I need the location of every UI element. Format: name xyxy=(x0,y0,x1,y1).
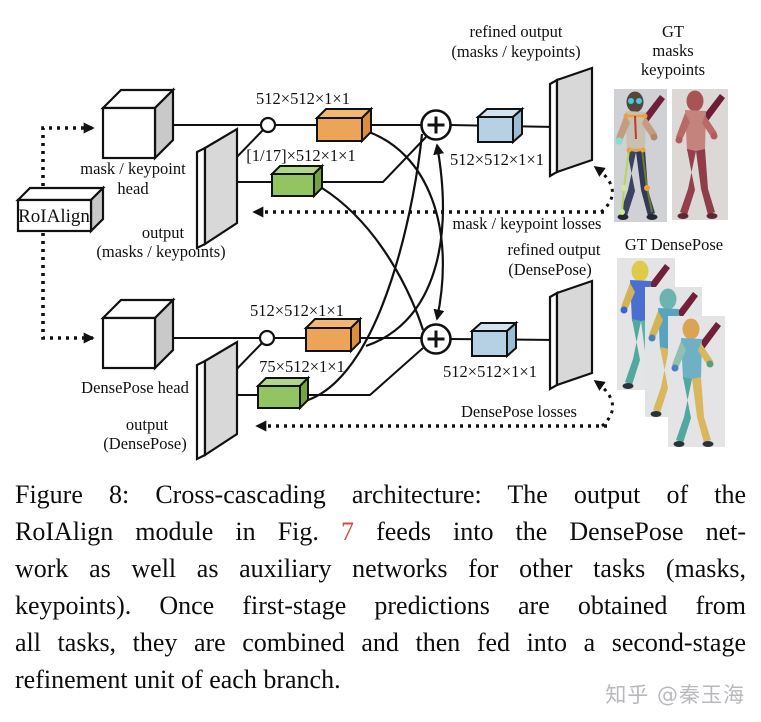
caption-line-1: Figure 8: Cross-cascading architecture: … xyxy=(15,480,746,509)
bottom-conv-green-label: 75×512×1×1 xyxy=(259,357,345,376)
gt-densepose-image-3 xyxy=(668,316,725,447)
gt-top-label-3: keypoints xyxy=(641,60,705,79)
caption-line-6: refinement unit of each branch. xyxy=(15,665,341,694)
top-conv-green-label: [1/17]×512×1×1 xyxy=(246,146,356,165)
top-branch-junction-node xyxy=(259,116,277,134)
caption-line-4: keypoints). Once first-stage predictions… xyxy=(15,591,746,620)
caption-line-5: all tasks, they are combined and then fe… xyxy=(15,628,746,657)
conv-box-orange-top xyxy=(314,106,374,144)
caption-line-2-post: feeds into the DensePose net- xyxy=(376,517,747,546)
densepose-head-cube xyxy=(100,297,176,371)
gt-top-label-2: masks xyxy=(652,41,693,60)
zhihu-watermark: 知乎 @秦玉海 xyxy=(605,683,745,707)
cross-wire-top-orange-to-bottom-plus xyxy=(365,129,445,321)
keypoint-skeleton-overlay xyxy=(615,98,653,215)
conv-box-green-bottom xyxy=(255,375,311,411)
cross-wire-bottom-green-to-top-plus xyxy=(307,133,424,402)
caption-line-2-pre: RoIAlign module in Fig. xyxy=(15,517,319,546)
roialign-to-mask-head-connector xyxy=(41,122,95,186)
figure-diagram: RoIAlign xyxy=(15,22,728,461)
conv-box-blue-bottom xyxy=(469,320,519,359)
bottom-branch-junction-node xyxy=(258,329,276,347)
bottom-refined-label-1: refined output xyxy=(507,240,600,259)
bottom-conv-orange-label: 512×512×1×1 xyxy=(250,301,344,320)
output-masks-label-1: output xyxy=(142,223,185,242)
mask-head-label-2: head xyxy=(117,179,149,198)
conv-box-blue-top xyxy=(475,106,525,145)
output-panel-densepose xyxy=(195,340,239,461)
figure-7-reference[interactable]: 7 xyxy=(340,517,354,546)
mask-keypoint-losses-arrow xyxy=(593,165,614,214)
output-masks-label-2: (masks / keypoints) xyxy=(96,242,225,261)
gt-densepose-label: GT DensePose xyxy=(625,235,723,254)
gt-top-label-1: GT xyxy=(662,22,684,41)
conv-box-orange-bottom xyxy=(303,316,363,354)
caption-line-2: RoIAlign module in Fig. 7 feeds into the… xyxy=(15,513,746,550)
cross-wire-top-green-to-bottom-plus xyxy=(321,187,425,331)
roialign-to-densepose-head-connector xyxy=(41,233,95,344)
output-panel-masks-keypoints xyxy=(195,127,239,250)
output-densepose-label-1: output xyxy=(126,415,169,434)
mask-keypoint-head-cube xyxy=(100,87,176,161)
caption-line-3: work as well as auxiliary networks for o… xyxy=(15,554,746,583)
gt-masks-keypoints-image xyxy=(614,89,667,222)
densepose-head-label: DensePose head xyxy=(81,378,189,397)
top-conv-orange-label: 512×512×1×1 xyxy=(256,89,350,108)
plus-combine-icon-bottom xyxy=(420,323,452,355)
conv-box-green-top xyxy=(269,163,325,199)
densepose-losses-arrow xyxy=(593,379,614,428)
mask-head-label-1: mask / keypoint xyxy=(80,159,186,178)
densepose-losses-label: DensePose losses xyxy=(461,402,577,421)
refined-panel-masks-keypoints xyxy=(548,66,594,178)
top-refined-label-2: (masks / keypoints) xyxy=(451,42,580,61)
roialign-box: RoIAlign xyxy=(15,185,106,234)
roialign-label: RoIAlign xyxy=(18,206,90,227)
refined-panel-densepose xyxy=(548,279,594,391)
gt-mask-red-image xyxy=(672,89,728,220)
bottom-conv-blue-label: 512×512×1×1 xyxy=(443,362,537,381)
bottom-refined-label-2: (DensePose) xyxy=(508,260,591,279)
cross-wire-bottom-orange-to-top-plus xyxy=(365,143,445,348)
mask-keypoint-losses-label: mask / keypoint losses xyxy=(453,214,602,233)
top-refined-label-1: refined output xyxy=(469,22,562,41)
top-conv-blue-label: 512×512×1×1 xyxy=(450,150,544,169)
output-densepose-label-2: (DensePose) xyxy=(103,434,186,453)
figure-caption: Figure 8: Cross-cascading architecture: … xyxy=(0,470,761,698)
plus-combine-icon-top xyxy=(420,109,452,141)
